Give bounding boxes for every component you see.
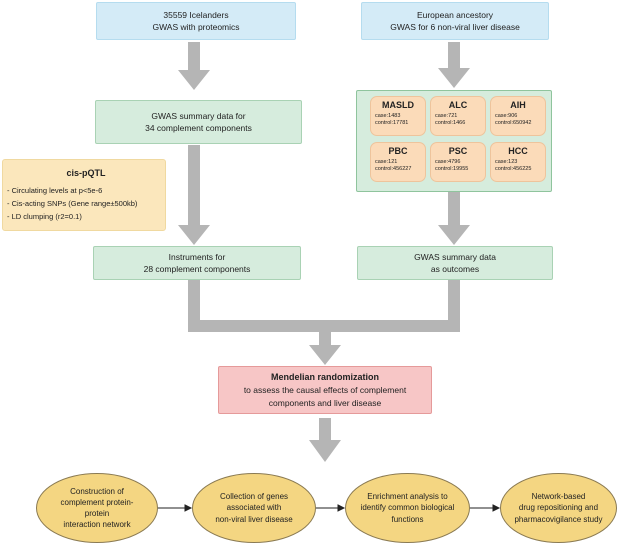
disease-alc: ALC case:721 control:1466 — [430, 96, 486, 136]
gwas-summary-line2: 34 complement components — [145, 123, 252, 133]
disease-case: case:121 — [375, 159, 398, 165]
disease-name: MASLD — [382, 100, 414, 110]
step-ppi-network: Construction of complement protein-prote… — [36, 473, 158, 543]
step-line: pharmacovigilance study — [514, 514, 603, 524]
icelanders-line1: 35559 Icelanders — [163, 9, 229, 20]
arrow-merge — [188, 280, 460, 365]
disease-name: ALC — [448, 100, 468, 110]
step-line: drug repositioning and — [518, 503, 599, 513]
disease-case: case:4796 — [435, 159, 461, 165]
cis-pqtl-item: - Cis-acting SNPs (Gene range±500kb) — [7, 198, 138, 208]
disease-case: case:721 — [435, 113, 458, 119]
step-line: Collection of genes — [219, 492, 289, 502]
disease-control: control:1466 — [435, 120, 466, 127]
disease-name: AIH — [510, 100, 526, 110]
disease-hcc: HCC case:123 control:456225 — [490, 142, 546, 182]
step-line: complement protein-protein — [60, 497, 134, 518]
cis-pqtl-item: - LD clumping (r2=0.1) — [7, 212, 82, 222]
disease-control: control:17781 — [375, 120, 409, 127]
mendelian-randomization-box: Mendelian randomization to assess the ca… — [218, 366, 432, 414]
step-line: Construction of — [70, 486, 124, 496]
gwas-summary-line1: GWAS summary data for — [151, 110, 246, 121]
gwas-summary-box: GWAS summary data for 34 complement comp… — [95, 100, 302, 144]
step-gene-collection: Collection of genes associated with non-… — [192, 473, 316, 543]
step-line: associated with — [226, 503, 282, 513]
step-drug-repositioning: Network-based drug repositioning and pha… — [500, 473, 617, 543]
icelanders-line2: GWAS with proteomics — [152, 22, 240, 32]
cis-pqtl-item: - Circulating levels at p<5e-6 — [7, 185, 103, 195]
step-enrichment: Enrichment analysis to identify common b… — [345, 473, 470, 543]
mr-line1: to assess the causal effects of compleme… — [243, 385, 407, 396]
step-line: non-viral liver disease — [215, 514, 293, 524]
european-box: European ancestory GWAS for 6 non-viral … — [361, 2, 549, 40]
instruments-line2: 28 complement components — [143, 264, 251, 274]
european-line2: GWAS for 6 non-viral liver disease — [390, 22, 520, 32]
instruments-box: Instruments for 28 complement components — [93, 246, 301, 280]
cis-pqtl-panel: cis-pQTL - Circulating levels at p<5e-6 … — [2, 159, 166, 231]
disease-case: case:1483 — [375, 113, 401, 119]
step-line: interaction network — [63, 520, 131, 530]
arrow-mid-left — [178, 145, 210, 245]
disease-control: control:456225 — [495, 166, 532, 173]
disease-aih: AIH case:906 control:650942 — [490, 96, 546, 136]
disease-control: control:650942 — [495, 120, 532, 127]
disease-name: HCC — [508, 146, 528, 156]
mr-line2: components and liver disease — [268, 397, 382, 408]
cis-pqtl-title: cis-pQTL — [66, 167, 106, 178]
arrow-mr-down — [309, 418, 341, 462]
disease-case: case:123 — [495, 159, 518, 165]
arrow-top-right — [438, 42, 470, 88]
step-line: functions — [391, 514, 424, 524]
disease-name: PSC — [448, 146, 468, 156]
outcomes-line1: GWAS summary data — [414, 251, 496, 262]
disease-pbc: PBC case:121 control:456227 — [370, 142, 426, 182]
instruments-line1: Instruments for — [168, 251, 226, 262]
european-line1: European ancestory — [416, 9, 494, 20]
step-line: identify common biological — [360, 503, 455, 513]
step-line: Enrichment analysis to — [367, 492, 448, 502]
step-line: Network-based — [531, 492, 586, 502]
disease-control: control:19955 — [435, 166, 469, 173]
arrow-top-left — [178, 42, 210, 90]
disease-case: case:906 — [495, 113, 518, 119]
outcomes-line2: as outcomes — [430, 264, 480, 274]
outcomes-box: GWAS summary data as outcomes — [357, 246, 553, 280]
disease-masld: MASLD case:1483 control:17781 — [370, 96, 426, 136]
icelanders-box: 35559 Icelanders GWAS with proteomics — [96, 2, 296, 40]
arrow-mid-right — [438, 192, 470, 245]
disease-psc: PSC case:4796 control:19955 — [430, 142, 486, 182]
disease-control: control:456227 — [375, 166, 412, 173]
mr-title: Mendelian randomization — [270, 372, 379, 383]
disease-name: PBC — [388, 146, 408, 156]
